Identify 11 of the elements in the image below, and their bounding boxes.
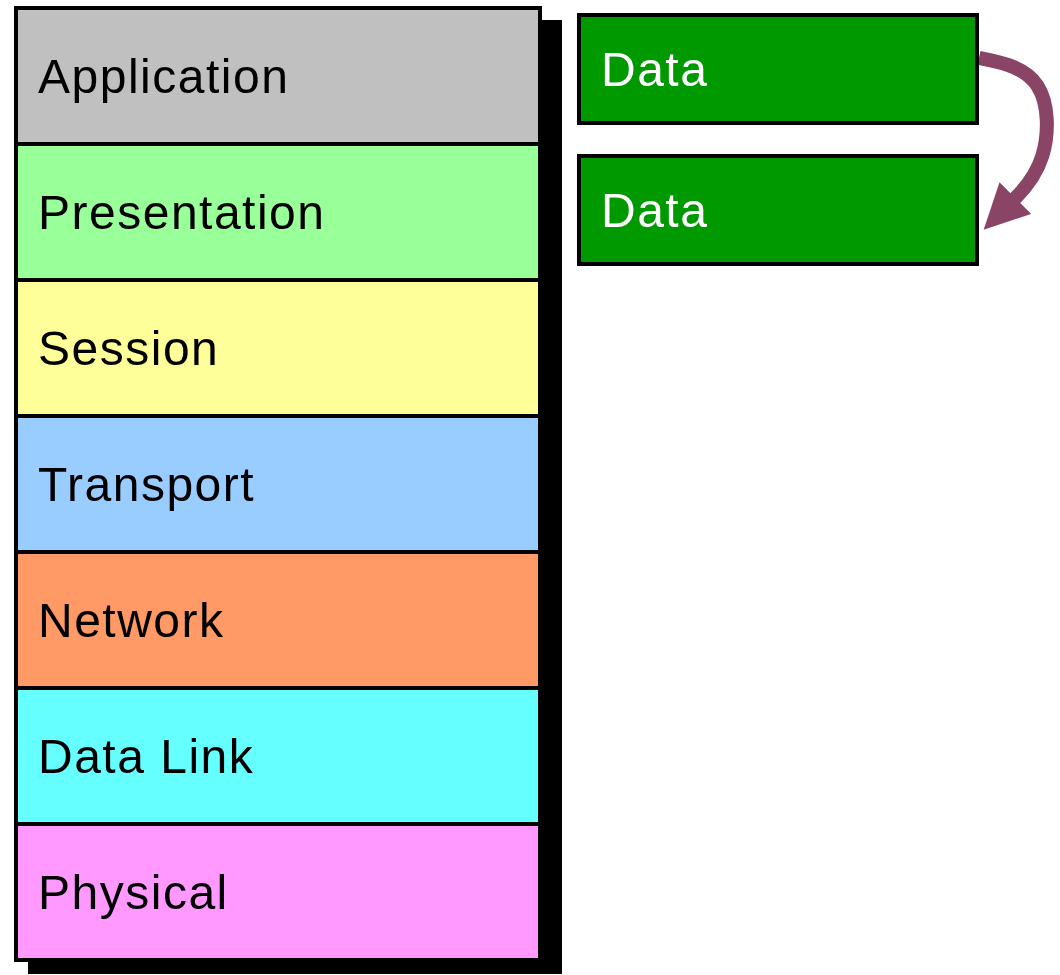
data-label: Data	[600, 182, 709, 238]
layer-label: Physical	[37, 864, 229, 920]
data-label: Data	[600, 41, 709, 97]
layer-label: Data Link	[37, 728, 255, 784]
layer-label: Session	[37, 320, 220, 376]
layer-label: Application	[37, 48, 290, 104]
data-box	[577, 154, 979, 266]
layer-label: Network	[37, 592, 225, 648]
layer-label: Presentation	[37, 184, 326, 240]
layer-label: Transport	[37, 456, 256, 512]
data-box	[577, 13, 979, 125]
